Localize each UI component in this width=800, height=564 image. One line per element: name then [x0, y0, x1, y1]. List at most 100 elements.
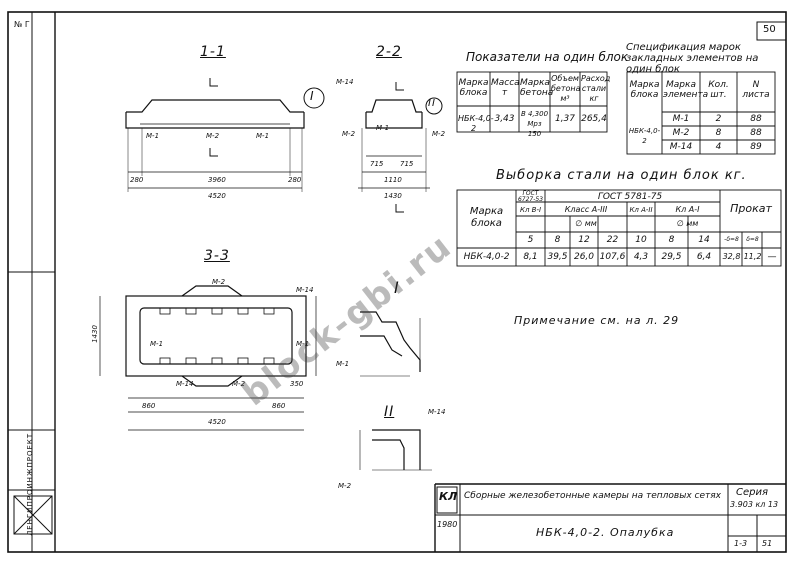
detail-I-title: I [394, 278, 400, 297]
dia-6: 14 [698, 235, 710, 245]
val-9: — [767, 252, 777, 262]
spec-h0: Марка блока [629, 80, 660, 100]
indicators-title: Показатели на один блок [466, 50, 629, 64]
dia-8: δ=8 [746, 236, 759, 243]
drawing-title: НБК-4,0-2. Опалубка [536, 526, 675, 539]
ind-h2: Марка бетона [520, 78, 554, 98]
dia-5: 8 [668, 235, 675, 245]
ind-v0: НБК-4,0-2 [458, 114, 494, 133]
left-stamp: ЛЕНГИПРОИНЖПРОЕКТ [26, 432, 34, 536]
org-mark: КЛ [439, 490, 458, 503]
steel-row-mark: НБК-4,0-2 [463, 252, 510, 262]
label-m14-c: М-14 [176, 380, 194, 388]
callout-II: II [428, 98, 436, 109]
spec-r0c1: 2 [715, 114, 722, 124]
dim-4520: 4520 [208, 192, 226, 200]
dim-1430: 1430 [384, 192, 402, 200]
detail-II-title: II [384, 404, 395, 420]
steel-mark-header: Марка блока [469, 206, 504, 229]
ind-h0: Марка блока [458, 78, 489, 98]
label-m2-e: М-2 [232, 380, 246, 388]
dia-2: 12 [578, 235, 590, 245]
dim-715-a: 715 [370, 160, 384, 168]
dim-715-b: 715 [400, 160, 414, 168]
spec-r2c1: 4 [715, 142, 722, 152]
sheet-code: 1-3 [734, 539, 748, 548]
note-text: Примечание см. на л. 29 [514, 314, 680, 327]
steel-dia-a1: ∅ мм [676, 219, 699, 228]
spec-r1c1: 8 [715, 128, 722, 138]
dim-3960: 3960 [208, 176, 226, 184]
spec-h3: N листа [742, 80, 770, 100]
val-6: 6,4 [696, 252, 712, 262]
ind-v2: В 4,300 Мрз 150 [520, 110, 549, 138]
dim-860-b: 860 [272, 402, 286, 410]
ind-h3: Объем бетона м³ [551, 74, 581, 103]
label-m1-c: М-1 [376, 124, 390, 132]
spec-r2c0: М-14 [669, 142, 693, 152]
steel-gost0: ГОСТ 6727-53 [517, 190, 544, 203]
ind-v3: 1,37 [554, 114, 576, 124]
label-m1-a: М-1 [146, 132, 160, 140]
callout-I: I [310, 89, 315, 103]
section-3-3-title: 3-3 [204, 248, 230, 264]
steel-class2: Кл А-II [629, 206, 653, 214]
page-number: 50 [763, 24, 776, 35]
ind-h4: Расход стали кг [581, 74, 611, 103]
dia-0: 5 [527, 235, 534, 245]
dia-4: 10 [635, 235, 647, 245]
ind-h1: Масса т [491, 78, 520, 98]
label-m2-f: М-2 [338, 482, 352, 490]
section-1-1-title: 1-1 [200, 44, 226, 60]
steel-class1: Класс А-III [564, 205, 608, 214]
val-5: 29,5 [661, 252, 682, 262]
val-3: 107,6 [599, 252, 626, 262]
year: 1980 [437, 520, 458, 529]
ind-v1: 3,43 [494, 114, 515, 124]
label-m1-e: М-1 [296, 340, 310, 348]
steel-dia-a3: ∅ мм [575, 219, 597, 228]
dim-280-a: 280 [130, 176, 144, 184]
series-value: 3.903 кл 13 [730, 500, 779, 509]
dim-1110: 1110 [384, 176, 402, 184]
val-0: 8,1 [523, 252, 538, 262]
label-m1-b: М-1 [256, 132, 270, 140]
spec-r0c2: 88 [750, 114, 762, 124]
label-m2-b: М-2 [342, 130, 356, 138]
spec-r1c0: М-2 [672, 128, 690, 138]
label-m14-b: М-14 [296, 286, 314, 294]
spec-r1c2: 88 [750, 128, 762, 138]
steel-title: Выборка стали на один блок кг. [496, 168, 747, 183]
label-m14-a: М-14 [336, 78, 354, 86]
val-4: 4,3 [633, 252, 649, 262]
sheet-no: 51 [762, 539, 773, 548]
label-m1-d: М-1 [150, 340, 164, 348]
label-m14-d: М-14 [428, 408, 446, 416]
spec-r0c0: М-1 [672, 114, 690, 124]
project-title: Сборные железобетонные камеры на тепловы… [464, 491, 721, 501]
spec-title: Спецификация марок закладных элементов н… [626, 42, 759, 75]
val-1: 39,5 [547, 252, 568, 262]
left-top-label: № Г [14, 20, 30, 29]
val-8: 11,2 [743, 252, 762, 261]
spec-r2c2: 89 [750, 142, 762, 152]
dia-1: 8 [554, 235, 561, 245]
dim-860-a: 860 [142, 402, 156, 410]
section-2-2-title: 2-2 [376, 44, 402, 60]
dia-7: -δ=8 [724, 236, 739, 243]
dim-4520-b: 4520 [208, 418, 226, 426]
label-m1-f: М-1 [336, 360, 350, 368]
spec-block: НБК-4,0-2 [628, 127, 661, 145]
steel-gost1: ГОСТ 5781-75 [597, 192, 663, 202]
dim-350: 350 [290, 380, 304, 388]
label-m2-a: М-2 [206, 132, 220, 140]
val-7: 32,8 [722, 252, 741, 261]
ind-v4: 265,4 [581, 114, 607, 124]
dim-280-b: 280 [288, 176, 302, 184]
dim-1430-b: 1430 [90, 325, 99, 343]
val-2: 26,0 [573, 252, 595, 262]
steel-class3: Кл А-I [675, 205, 700, 214]
dia-3: 22 [606, 235, 619, 245]
spec-h2: Кол. шт. [708, 80, 729, 100]
steel-class0: Кл В-I [519, 206, 542, 214]
